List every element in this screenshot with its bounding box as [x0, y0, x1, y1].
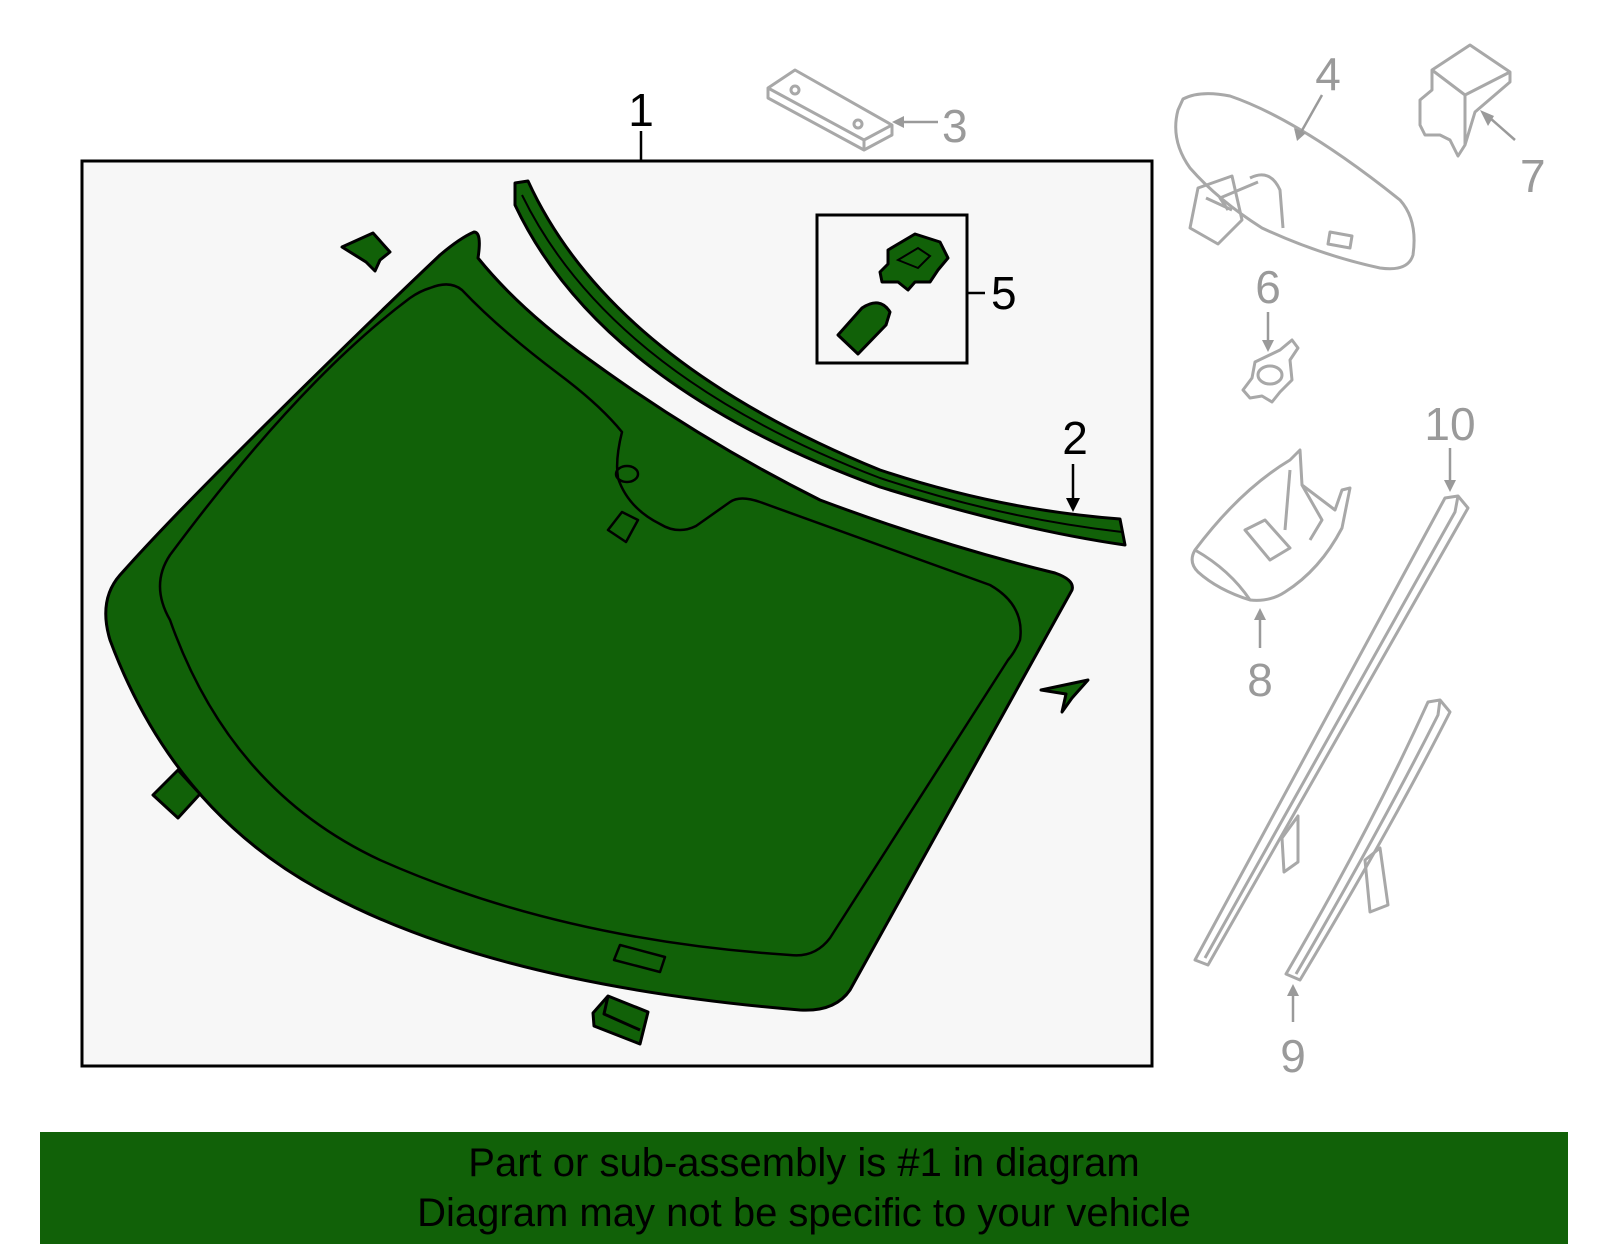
- callout-10-arrow: [1444, 480, 1456, 492]
- part-9-moulding: [1284, 698, 1452, 982]
- callout-4-arrow: [1294, 128, 1306, 141]
- part-3-pad: [766, 68, 894, 152]
- callout-7-label: 7: [1520, 150, 1546, 202]
- callout-6-label: 6: [1255, 261, 1281, 313]
- callout-2-arrow: [1066, 498, 1080, 512]
- kit-bracket-slot: [895, 246, 932, 270]
- windshield-moulding: [513, 179, 1127, 547]
- part-6-sensor: [1241, 338, 1300, 404]
- callout-8-arrow: [1254, 608, 1266, 620]
- kit-box-5: [815, 213, 969, 365]
- banner-line-2: Diagram may not be specific to your vehi…: [417, 1191, 1191, 1235]
- callout-10-label: 10: [1424, 398, 1475, 450]
- kit-pad: [836, 301, 892, 356]
- clip-left: [151, 768, 202, 820]
- callout-8-label: 8: [1247, 654, 1273, 706]
- clip-right: [1039, 678, 1090, 714]
- clip-bottom: [591, 994, 650, 1046]
- callout-4-leader: [1298, 94, 1324, 135]
- info-banner: Part or sub-assembly is #1 in diagram Di…: [40, 1132, 1568, 1244]
- callout-5-label: 5: [991, 267, 1017, 319]
- callout-3-label: 3: [942, 100, 968, 152]
- kit-bracket: [878, 232, 950, 292]
- part-7-bracket: [1418, 43, 1512, 158]
- callout-3-arrow: [892, 116, 904, 128]
- part-4-mirror: [1174, 92, 1416, 271]
- callout-7-arrow: [1480, 110, 1494, 126]
- callout-2-label: 2: [1062, 412, 1088, 464]
- windshield-glass: [104, 230, 1074, 1012]
- callout-7-leader: [1489, 117, 1516, 141]
- part-8-cover: [1190, 448, 1352, 602]
- clip-upper-left: [340, 231, 392, 273]
- callout-4-label: 4: [1315, 48, 1341, 100]
- callout-9-label: 9: [1280, 1030, 1306, 1082]
- part-10-moulding: [1193, 494, 1470, 967]
- banner-line-1: Part or sub-assembly is #1 in diagram: [468, 1141, 1140, 1185]
- callout-1-label: 1: [628, 84, 654, 136]
- callout-9-arrow: [1287, 984, 1299, 996]
- callout-6-arrow: [1262, 340, 1274, 352]
